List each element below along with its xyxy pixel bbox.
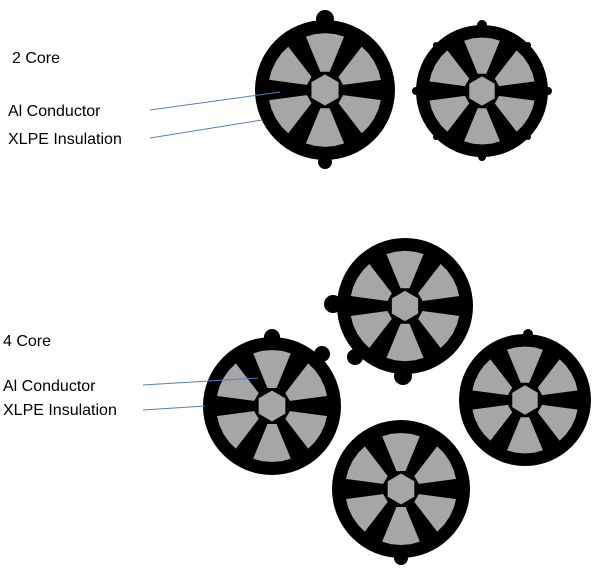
outer-strand (343, 443, 391, 487)
cable-core-4core-left (203, 329, 341, 475)
outer-strand (383, 321, 427, 364)
outer-strand (426, 93, 472, 135)
cable-core-4core-right (459, 329, 591, 466)
outer-strand (379, 504, 423, 548)
outer-strand (335, 43, 384, 88)
outer-strand (535, 356, 581, 398)
outer-strand (214, 408, 262, 452)
four-core-conductor-leader (142, 377, 259, 386)
two-core-heading: 2 Core (12, 50, 60, 67)
cable-core-4core-top (324, 238, 473, 385)
cable-core-2core-left (255, 10, 395, 169)
outer-strand (282, 408, 330, 452)
outer-strand (415, 260, 462, 304)
outer-strand (411, 443, 459, 487)
four-core-insulation-leader (142, 405, 206, 411)
cable-core-4core-bottom (332, 420, 470, 565)
outer-strand (343, 491, 391, 535)
center-strand (510, 383, 540, 417)
four-core-insulation-label: XLPE Insulation (3, 402, 117, 419)
two-core-conductor-leader (149, 91, 281, 111)
outer-strand (461, 34, 503, 77)
cable-core-2core-right (412, 20, 552, 161)
four-core-heading: 4 Core (3, 333, 51, 350)
outer-strand (426, 47, 472, 89)
four-core-conductor-label: Al Conductor (3, 378, 96, 395)
outer-strand (250, 421, 294, 465)
two-core-conductor-label: Al Conductor (8, 103, 101, 120)
outer-strand (335, 92, 384, 137)
outer-strand (469, 356, 515, 398)
center-strand (309, 72, 341, 108)
outer-strand (302, 30, 348, 75)
outer-strand (492, 93, 538, 135)
two-core-insulation-label: XLPE Insulation (8, 131, 122, 148)
outer-strand (504, 343, 546, 386)
outer-strand (469, 402, 515, 444)
outer-strand (266, 43, 315, 88)
outer-strand (504, 414, 546, 457)
outer-strand (411, 491, 459, 535)
outer-strand (214, 360, 262, 404)
outer-strand (250, 347, 294, 391)
outer-strand (415, 308, 462, 352)
outer-strand (492, 47, 538, 89)
outer-strand (266, 92, 315, 137)
outer-strand (379, 430, 423, 474)
outer-strand (461, 105, 503, 148)
outer-strand (348, 308, 395, 352)
outer-strand (302, 105, 348, 150)
center-strand (467, 74, 497, 108)
outer-strand (383, 248, 427, 291)
two-core-insulation-leader (149, 119, 263, 139)
outer-strand (535, 402, 581, 444)
center-strand (385, 471, 417, 507)
outer-strand (282, 360, 330, 404)
outer-strand (348, 260, 395, 304)
center-strand (256, 388, 288, 424)
center-strand (389, 288, 421, 324)
